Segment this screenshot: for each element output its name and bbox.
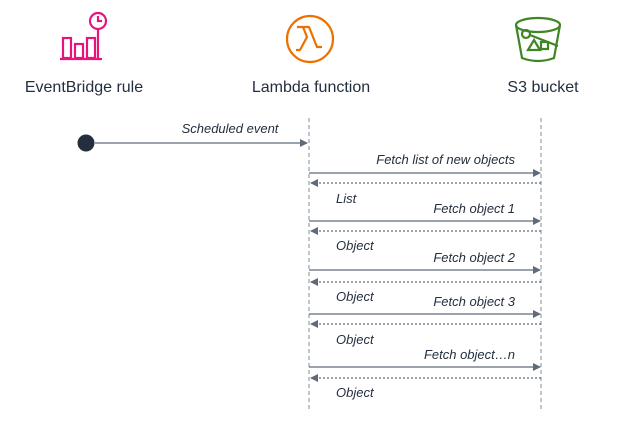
message-label-list: List — [336, 191, 358, 206]
message-label-scheduled-event: Scheduled event — [182, 121, 280, 136]
actor-label-eventbridge: EventBridge rule — [25, 79, 143, 96]
message-label-object-2: Object — [336, 289, 375, 304]
actor-label-s3: S3 bucket — [507, 79, 579, 96]
eventbridge-rule-icon — [60, 11, 108, 61]
message-label-fetch-list: Fetch list of new objects — [376, 152, 515, 167]
lambda-icon — [285, 14, 335, 64]
message-label-object-n: Object — [336, 385, 375, 400]
start-node — [77, 134, 95, 152]
actor-label-lambda: Lambda function — [252, 79, 370, 96]
s3-bucket-icon — [514, 16, 562, 63]
message-label-fetch-object-n: Fetch object…n — [424, 347, 515, 362]
message-label-object-1: Object — [336, 238, 375, 253]
message-label-fetch-object-1: Fetch object 1 — [433, 201, 515, 216]
message-label-object-3: Object — [336, 332, 375, 347]
message-label-fetch-object-3: Fetch object 3 — [433, 294, 515, 309]
message-label-fetch-object-2: Fetch object 2 — [433, 250, 515, 265]
